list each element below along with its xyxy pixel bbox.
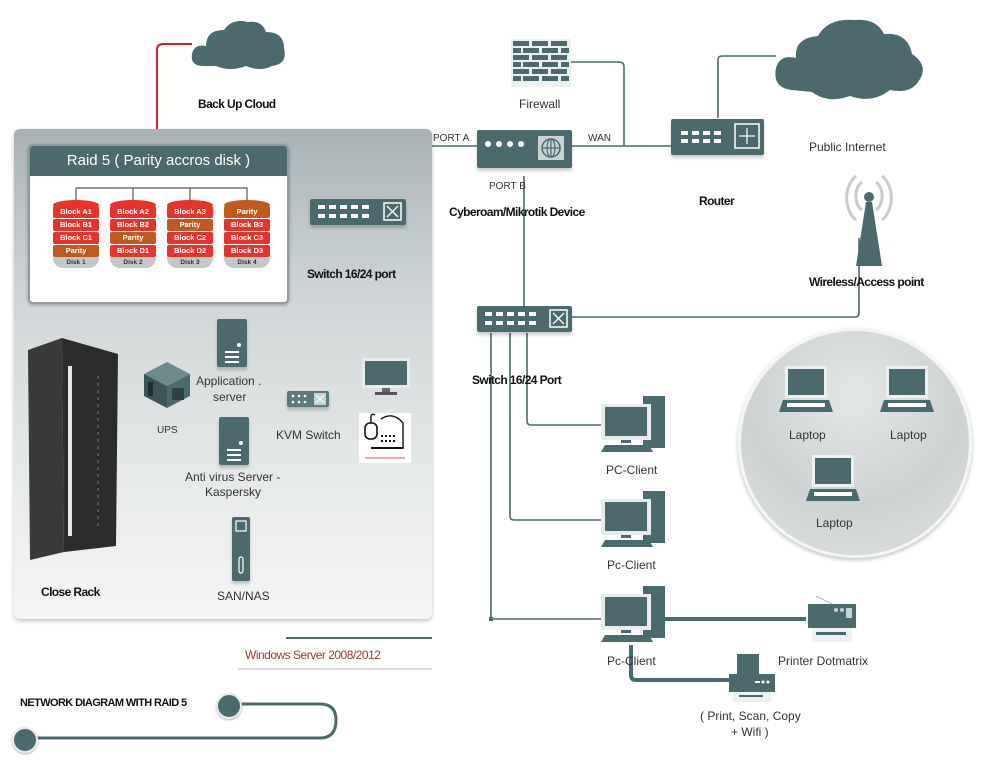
diagram-title: NETWORK DIAGRAM WITH RAID 5 [20,697,187,709]
pc-client-label-1: PC-Client [606,463,658,477]
pc-client-label-2: Pc-Client [607,558,656,572]
multifunction-printer-label-1: ( Print, Scan, Copy [700,709,801,723]
data-block: Block C2 [167,232,213,244]
antivirus-server-label-1: Anti virus Server - [185,470,281,484]
windows-server-label: Windows Server 2008/2012 [245,648,381,662]
disk-cap [167,200,213,210]
san-nas-label: SAN/NAS [217,589,270,603]
pc-client-icon [601,586,665,642]
disk-name: Disk 3 [167,257,213,268]
kvm-switch-label: KVM Switch [276,428,341,442]
internet-cloud-icon [775,19,923,100]
title-node-left [12,727,38,753]
data-block: Block D2 [167,245,213,257]
data-block: Block B2 [110,219,156,231]
parity-block: Parity [224,206,270,218]
laptop-label-3: Laptop [816,516,853,530]
pc-client-icon [601,491,665,547]
server-cabinet-icon [28,338,118,560]
wireless-clients-group [738,328,972,558]
laptop-icon [779,366,833,412]
wireless-access-point-icon [845,174,893,266]
disk-name: Disk 4 [224,257,270,268]
lan-switch-icon [477,306,572,332]
title-node-right [216,693,242,719]
disk-cap [224,200,270,210]
monitor-icon [362,358,410,395]
close-rack-label: Close Rack [41,585,100,599]
backup-cloud-label: Back Up Cloud [198,97,276,111]
keyboard-mouse-icon [359,413,411,463]
cyberoam-label: Cyberoam/Mikrotik Device [449,205,585,219]
rack-switch-label: Switch 16/24 port [307,267,396,281]
laptop-icon [880,366,934,412]
application-server-icon [217,319,247,367]
pc-client-icon [601,396,665,452]
antivirus-server-label-2: Kaspersky [205,485,262,499]
disk-name: Disk 1 [53,257,99,268]
disk-cap [110,200,156,210]
port-a-label: PORT A [433,133,470,144]
kvm-switch-icon [287,391,329,407]
application-server-label-1: Application . [196,374,262,388]
router-label: Router [699,194,735,208]
dotmatrix-printer-label: Printer Dotmatrix [778,654,869,668]
data-block: Block B3 [224,219,270,231]
data-block: Block C1 [53,232,99,244]
data-block: Block C3 [224,232,270,244]
san-nas-icon [232,517,250,581]
ups-icon [144,362,190,408]
data-block: Block D3 [224,245,270,257]
data-block: Block A2 [110,206,156,218]
firewall-label: Firewall [519,97,561,111]
cyberoam-device-icon [477,130,572,168]
dotmatrix-printer-icon [808,595,856,642]
ups-label: UPS [157,425,178,436]
wan-label: WAN [588,133,611,144]
disk-cap [53,200,99,210]
multifunction-printer-icon [729,654,775,702]
lan-switch-label: Switch 16/24 Port [472,373,562,387]
multifunction-printer-label-2: + Wifi ) [731,725,769,739]
firewall-icon [511,39,571,87]
parity-block: Parity [167,219,213,231]
pc-client-label-3: Pc-Client [607,654,656,668]
public-internet-label: Public Internet [809,140,886,154]
laptop-label-2: Laptop [890,428,927,442]
data-block: Block D1 [110,245,156,257]
backup-cloud-icon [191,21,285,69]
parity-block: Parity [110,232,156,244]
data-block: Block B1 [53,219,99,231]
data-block: Block A3 [167,206,213,218]
raid-title: Raid 5 ( Parity accros disk ) [30,146,287,176]
data-block: Block A1 [53,206,99,218]
disk-name: Disk 2 [110,257,156,268]
backup-link [156,43,192,144]
wireless-access-point-label: Wireless/Access point [809,275,924,289]
router-icon [671,119,764,155]
application-server-label-2: server [213,390,247,404]
laptop-label-1: Laptop [789,428,826,442]
parity-block: Parity [53,245,99,257]
rack-switch-icon [310,199,406,225]
port-b-label: PORT B [489,181,526,192]
antivirus-server-icon [219,417,249,465]
laptop-icon [806,455,860,501]
